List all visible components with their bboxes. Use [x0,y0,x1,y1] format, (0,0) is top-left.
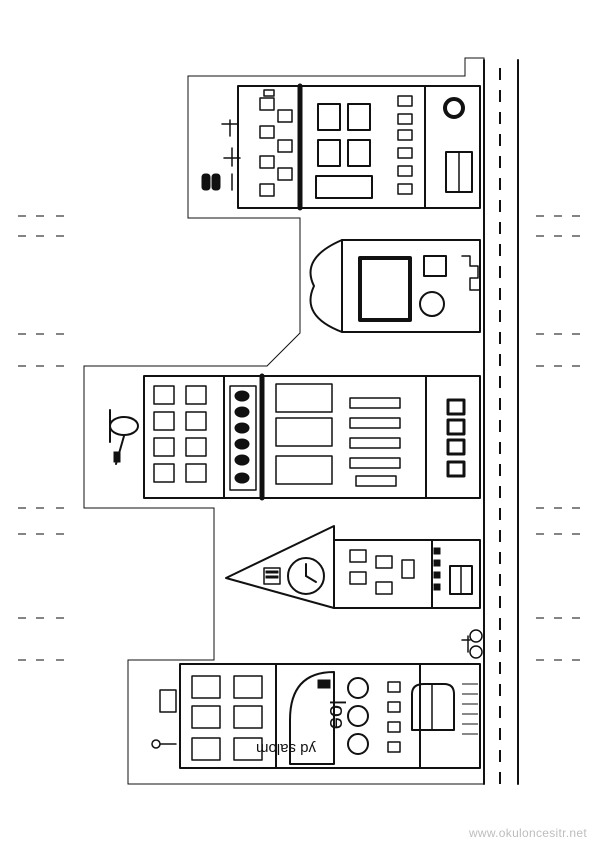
building-middle [109,373,481,501]
helicopter-icon [109,409,139,465]
road [483,59,519,785]
building-bottom: yd salom loɘ [151,663,481,769]
cut-outline [83,57,485,785]
bicycle-icon [461,629,483,659]
watermark: www.okuloncesitr.net [468,826,587,840]
fold-guides [18,215,580,661]
sign-large-text: loɘ [325,700,350,729]
sign-small-text: yd salom [256,740,316,757]
building-top [201,83,481,211]
building-dome [309,239,481,333]
building-clock [225,525,481,609]
